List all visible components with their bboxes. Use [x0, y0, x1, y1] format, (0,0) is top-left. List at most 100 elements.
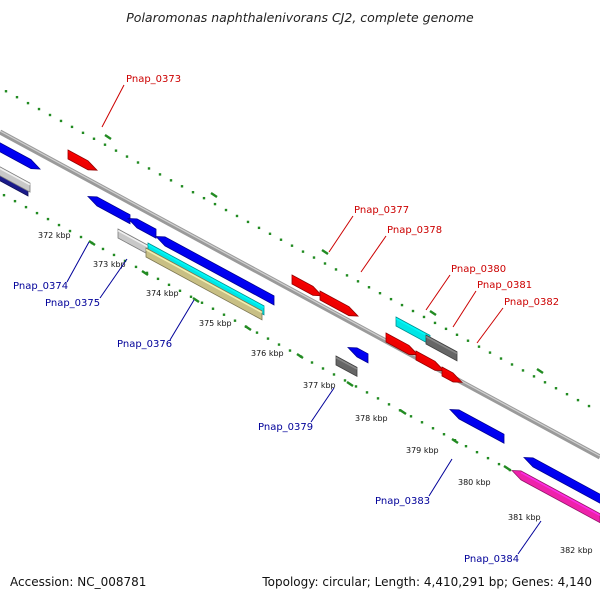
upper-tick-dot [70, 125, 74, 129]
gene-leader-line [99, 258, 128, 299]
major-tick [141, 270, 149, 276]
major-tick [451, 438, 459, 444]
lower-tick-dot [420, 421, 424, 424]
upper-tick-dot [48, 113, 52, 117]
feature-blue-right [523, 457, 600, 504]
major-tick [536, 368, 544, 374]
gene-label-g376[interactable]: Pnap_0376 [117, 339, 172, 350]
upper-tick-dot [422, 315, 426, 319]
gene-leader-line [310, 387, 335, 423]
upper-tick-dot [114, 149, 118, 152]
major-tick [210, 192, 218, 198]
upper-tick-dot [37, 107, 41, 111]
upper-tick-dot [400, 303, 404, 307]
feature-blue-small-body [347, 347, 369, 364]
upper-tick-dot [455, 333, 459, 336]
upper-tick-dot [378, 292, 382, 295]
feature-pnap-0381-shine [425, 335, 458, 355]
gene-label-g374[interactable]: Pnap_0374 [13, 281, 68, 292]
kbp-label: 375 kbp [199, 319, 232, 328]
map-title: Polaromonas naphthalenivorans CJ2, compl… [126, 10, 474, 25]
gene-label-g381[interactable]: Pnap_0381 [477, 280, 532, 291]
major-tick [244, 325, 252, 331]
lower-tick-dot [189, 295, 193, 298]
upper-tick-dot [510, 363, 514, 366]
gene-label-g378[interactable]: Pnap_0378 [387, 225, 442, 236]
lower-tick-dot [79, 235, 83, 239]
lower-tick-dot [13, 199, 17, 203]
major-tick [192, 297, 200, 303]
feature-pnap-0384-body [511, 470, 600, 524]
feature-pnap-0376-shine [164, 237, 275, 299]
feature-pnap-0383-body [449, 409, 505, 444]
upper-tick-dot [356, 280, 360, 283]
lower-tick-dot [156, 277, 160, 281]
feature-pnap-0377-shine [291, 275, 314, 289]
feature-khaki-band-shine [145, 248, 263, 314]
kbp-label: 382 kbp [560, 546, 593, 555]
upper-tick-dot [411, 309, 415, 313]
gene-label-g373[interactable]: Pnap_0373 [126, 74, 181, 85]
upper-tick-dot [543, 381, 547, 384]
upper-tick-dot [290, 244, 294, 247]
kbp-label: 373 kbp [93, 260, 126, 269]
accession-text: Accession: NC_008781 [10, 575, 146, 589]
feature-pnap-0378 [319, 290, 359, 317]
feature-pnap-0379 [335, 355, 358, 378]
lower-tick-dot [497, 462, 501, 466]
gene-leader-line [101, 84, 125, 128]
kbp-label: 374 kbp [146, 289, 179, 298]
lower-tick-dot [123, 259, 127, 263]
upper-tick-dot [499, 357, 503, 360]
feature-pnap-0376 [155, 236, 275, 306]
upper-tick-dot [301, 250, 305, 253]
lower-tick-dot [376, 397, 380, 400]
lower-tick-dot [288, 349, 292, 352]
feature-pnap-0379-shine [335, 356, 358, 370]
lower-tick-dot [222, 313, 226, 316]
feature-pnap-0374b-shine [136, 219, 157, 232]
feature-blue-right-shine [532, 458, 600, 497]
major-tick [296, 353, 304, 359]
upper-tick-dot [345, 274, 349, 277]
feature-pnap-0375-shine [117, 229, 149, 248]
feature-red-380b-shine [385, 333, 410, 348]
lower-tick-dot [68, 229, 72, 233]
gene-leader-line [517, 520, 542, 555]
kbp-label: 378 kbp [355, 414, 388, 423]
upper-tick-dot [213, 202, 217, 206]
gene-leader-line [425, 274, 451, 311]
gene-label-g375[interactable]: Pnap_0375 [45, 298, 100, 309]
gene-label-g379[interactable]: Pnap_0379 [258, 422, 313, 433]
lower-tick-dot [211, 307, 215, 310]
gene-label-g383[interactable]: Pnap_0383 [375, 496, 430, 507]
feature-blue-right-body [523, 457, 600, 504]
upper-tick-dot [565, 392, 569, 396]
feature-left-blue-shine [0, 143, 32, 162]
gene-leader-line [360, 235, 387, 273]
feature-pnap-0377 [291, 274, 323, 297]
feature-left-blue [0, 142, 41, 170]
genome-backbone [0, 129, 600, 460]
gene-label-g377[interactable]: Pnap_0377 [354, 205, 409, 216]
upper-tick-dot [59, 119, 63, 123]
feature-pnap-0373-shine [67, 150, 89, 164]
upper-tick-dot [246, 220, 250, 224]
tick-dot-rows [2, 90, 591, 514]
upper-tick-dot [389, 297, 393, 301]
feature-left-grey [0, 166, 31, 193]
lower-tick-dot [277, 343, 281, 346]
feature-red-381b [415, 350, 445, 372]
gene-label-g380[interactable]: Pnap_0380 [451, 264, 506, 275]
upper-tick-dot [125, 155, 129, 158]
upper-tick-dot [576, 398, 580, 402]
upper-tick-dot [169, 179, 173, 182]
feature-pnap-0382 [441, 366, 463, 383]
feature-red-381b-shine [415, 351, 436, 364]
major-tick [88, 240, 96, 246]
gene-label-g384[interactable]: Pnap_0384 [464, 554, 519, 565]
gene-label-g382[interactable]: Pnap_0382 [504, 297, 559, 308]
upper-tick-dot [191, 191, 195, 194]
upper-tick-dot [488, 351, 492, 354]
